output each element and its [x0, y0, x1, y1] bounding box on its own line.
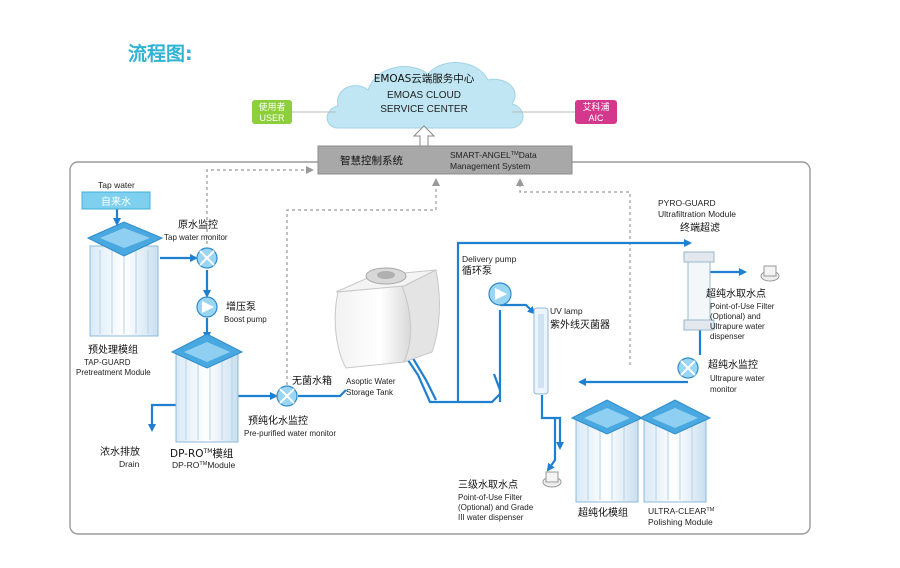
raw-monitor-zh: 原水监控 — [178, 218, 218, 231]
tap-water-monitor-icon — [196, 247, 218, 269]
tank-en2: Storage Tank — [346, 388, 394, 397]
delivery-zh: 循环泵 — [462, 264, 492, 277]
polish-zh: 超纯化模组 — [578, 506, 628, 519]
grade3-dispenser-icon — [542, 471, 562, 488]
dpro-en-tm: TM — [199, 461, 207, 467]
polish-en2: Polishing Module — [648, 517, 713, 527]
tank-en1: Asoptic Water — [346, 377, 396, 386]
user-badge-zh: 使用者 — [258, 101, 285, 113]
svg-text:DP-ROTM模组: DP-ROTM模组 — [170, 447, 234, 460]
dpro-en2: Module — [207, 460, 235, 470]
aic-badge: 艾科浦 AIC — [575, 100, 617, 124]
uv-zh: 紫外线灭菌器 — [550, 318, 610, 331]
prepurified-zh: 预纯化水监控 — [248, 414, 308, 427]
up-point-en4: dispenser — [710, 332, 745, 341]
up-point-en1: Point-of-Use Filter — [710, 302, 775, 311]
polishing-module-right — [638, 399, 712, 503]
user-badge: 使用者 USER — [252, 100, 292, 124]
delivery-en: Delivery pump — [462, 254, 517, 264]
polishing-module-left — [570, 399, 644, 503]
ultrapure-dispenser-icon — [760, 265, 780, 282]
polish-tm: TM — [706, 507, 714, 513]
grade3-en3: III water dispenser — [458, 513, 524, 522]
prepurified-en: Pre-purified water monitor — [244, 429, 336, 438]
signal-lines — [206, 166, 631, 385]
raw-monitor-en: Tap water monitor — [164, 233, 228, 242]
pretreat-en2: Pretreatment Module — [76, 368, 151, 377]
up-point-en2: (Optional) and — [710, 312, 761, 321]
svg-text:SMART-ANGELTMData: SMART-ANGELTMData — [450, 150, 537, 160]
dpro-zh2: 模组 — [212, 447, 233, 460]
cloud-title-en1: EMOAS CLOUD — [387, 90, 461, 101]
drain-zh: 浓水排放 — [100, 445, 140, 458]
control-system-bar: 智慧控制系统 SMART-ANGELTMData Management Syst… — [317, 145, 573, 175]
control-title-en2: Management System — [450, 161, 530, 171]
up-monitor-en2: monitor — [710, 385, 737, 394]
uv-lamp — [533, 307, 549, 395]
uv-en: UV lamp — [550, 306, 583, 316]
control-title-en1: SMART-ANGEL — [450, 150, 511, 160]
up-monitor-en1: Ultrapure water — [710, 374, 765, 383]
tap-water-zh: 自来水 — [101, 195, 131, 208]
cloud-service-center: EMOAS云端服务中心 EMOAS CLOUD SERVICE CENTER — [326, 62, 524, 129]
control-title-zh: 智慧控制系统 — [340, 154, 403, 167]
dpro-tm: TM — [203, 448, 213, 455]
svg-text:ULTRA-CLEARTM: ULTRA-CLEARTM — [648, 506, 715, 516]
pyro-guard-module — [683, 251, 715, 331]
control-tm: TM — [511, 151, 519, 157]
aic-badge-en: AIC — [588, 113, 604, 123]
aic-badge-zh: 艾科浦 — [582, 101, 609, 113]
control-title-en1b: Data — [519, 150, 537, 160]
cloud-title-zh: EMOAS云端服务中心 — [374, 72, 475, 85]
grade3-en1: Point-of-Use Filter — [458, 493, 523, 502]
grade3-en2: (Optional) and Grade — [458, 503, 534, 512]
dpro-en: DP-RO — [172, 460, 200, 470]
tap-water-box: Tap water 自来水 — [81, 180, 151, 210]
pyro-en1: PYRO-GUARD — [658, 198, 716, 208]
tap-water-en: Tap water — [98, 180, 135, 190]
tank-zh: 无菌水箱 — [292, 374, 332, 387]
upload-arrow — [412, 125, 436, 147]
storage-tank — [334, 267, 440, 369]
cloud-title-en2: SERVICE CENTER — [380, 104, 468, 115]
up-monitor-zh: 超纯水监控 — [708, 358, 758, 371]
pyro-zh: 终端超滤 — [680, 221, 720, 234]
dp-ro-module — [170, 333, 244, 443]
ultrapure-monitor-icon — [677, 357, 699, 379]
boost-pump-icon — [196, 296, 218, 318]
pretreat-en1: TAP-GUARD — [84, 358, 131, 367]
svg-text:DP-ROTMModule: DP-ROTMModule — [172, 460, 235, 470]
polish-en1: ULTRA-CLEAR — [648, 506, 706, 516]
boost-en: Boost pump — [224, 315, 267, 324]
up-point-en3: Ultrapure water — [710, 322, 765, 331]
pyro-en2: Ultrafiltration Module — [658, 209, 736, 219]
drain-en: Drain — [119, 459, 140, 469]
dpro-zh: DP-RO — [170, 448, 204, 460]
prepurified-monitor-icon — [276, 385, 298, 407]
user-badge-en: USER — [259, 113, 285, 123]
grade3-zh: 三级水取水点 — [458, 479, 518, 491]
up-point-zh: 超纯水取水点 — [706, 287, 766, 300]
pretreatment-module — [86, 221, 164, 337]
page-title: 流程图: — [128, 42, 193, 65]
water-flow-lines — [113, 208, 747, 472]
pretreat-zh: 预处理模组 — [88, 343, 138, 356]
delivery-pump-icon — [488, 282, 512, 306]
boost-zh: 增压泵 — [226, 300, 256, 313]
